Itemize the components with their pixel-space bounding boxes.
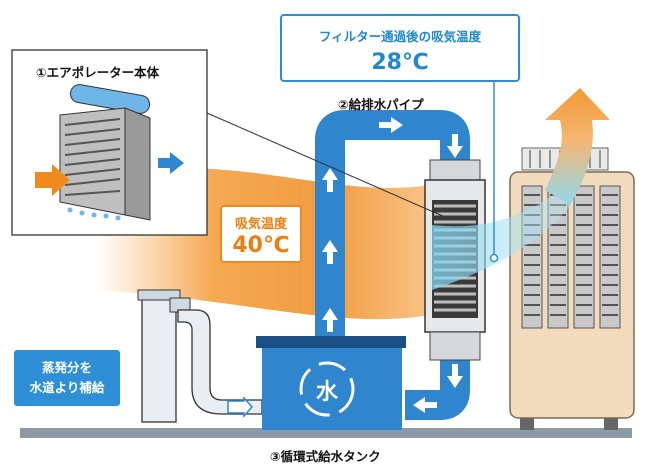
evaporator-label: ①エアポレーター本体 — [36, 65, 160, 80]
tank-water-char: 水 — [315, 380, 338, 405]
circulation-tank — [256, 336, 406, 430]
intake-temp-title: 吸気温度 — [234, 217, 287, 232]
intake-temp-value: 40℃ — [232, 233, 290, 258]
filter-temp-callout: フィルター通過後の吸気温度 28℃ — [280, 14, 520, 82]
refill-note: 蒸発分を 水道より補給 — [14, 350, 120, 406]
evaporator-detail — [11, 49, 208, 236]
filter-callout-dot — [489, 253, 499, 263]
refill-note-line2: 水道より補給 — [29, 380, 105, 395]
exhaust-arrow — [545, 88, 610, 205]
cool-air-flow — [432, 190, 575, 290]
evaporator-leader — [206, 112, 446, 218]
refill-note-line1: 蒸発分を — [41, 360, 92, 375]
ground-bar — [20, 428, 632, 438]
filter-temp-title: フィルター通過後の吸気温度 — [318, 29, 482, 44]
filter-temp-value: 28℃ — [371, 50, 429, 75]
tank-label: ③循環式給水タンク — [270, 449, 381, 464]
intake-temp-callout: 吸気温度 40℃ — [220, 205, 302, 263]
water-supply-pipe — [137, 289, 263, 423]
drain-pipe-label: ②給排水パイプ — [338, 97, 424, 112]
pipe-arrows — [322, 117, 463, 413]
